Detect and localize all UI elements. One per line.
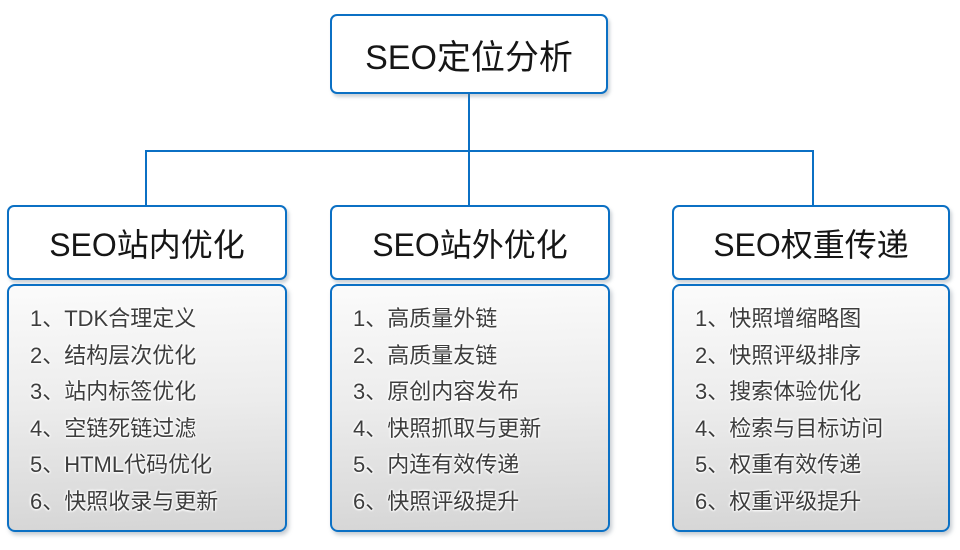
branch-list-weight: 1、快照增缩略图 2、快照评级排序 3、搜索体验优化 4、检索与目标访问 5、权…	[672, 284, 950, 532]
branch-list-onsite: 1、TDK合理定义 2、结构层次优化 3、站内标签优化 4、空链死链过滤 5、H…	[7, 284, 287, 532]
list-item: 4、空链死链过滤	[30, 415, 197, 441]
list-item: 3、原创内容发布	[353, 379, 520, 404]
connector-drop-right	[812, 150, 814, 206]
branch-header-onsite: SEO站内优化	[7, 205, 287, 280]
list-item: 1、高质量外链	[353, 306, 498, 331]
list-item: 3、站内标签优化	[30, 379, 197, 404]
root-node-label: SEO定位分析	[365, 38, 573, 77]
list-item: 3、搜索体验优化	[695, 379, 862, 404]
list-item: 6、权重评级提升	[695, 488, 862, 514]
list-item: 5、HTML代码优化	[30, 452, 213, 477]
list-item: 1、TDK合理定义	[30, 306, 197, 331]
list-item: 2、结构层次优化	[30, 342, 197, 368]
list-item: 1、快照增缩略图	[695, 306, 862, 331]
list-item: 5、内连有效传递	[353, 452, 520, 477]
root-node: SEO定位分析	[330, 14, 608, 94]
list-item: 5、权重有效传递	[695, 452, 862, 477]
list-item: 2、高质量友链	[353, 342, 498, 368]
list-item: 4、检索与目标访问	[695, 415, 884, 441]
list-item: 6、快照收录与更新	[30, 488, 219, 514]
branch-header-offsite: SEO站外优化	[330, 205, 610, 280]
list-item: 4、快照抓取与更新	[353, 415, 542, 441]
branch-header-label: SEO站外优化	[372, 226, 568, 263]
branch-header-label: SEO站内优化	[49, 226, 245, 263]
branch-header-weight: SEO权重传递	[672, 205, 950, 280]
branch-list-offsite: 1、高质量外链 2、高质量友链 3、原创内容发布 4、快照抓取与更新 5、内连有…	[330, 284, 610, 532]
list-item: 6、快照评级提升	[353, 488, 520, 514]
connector-horizontal	[145, 150, 814, 152]
branch-header-label: SEO权重传递	[713, 226, 909, 263]
connector-drop-left	[145, 150, 147, 206]
list-item: 2、快照评级排序	[695, 342, 862, 368]
